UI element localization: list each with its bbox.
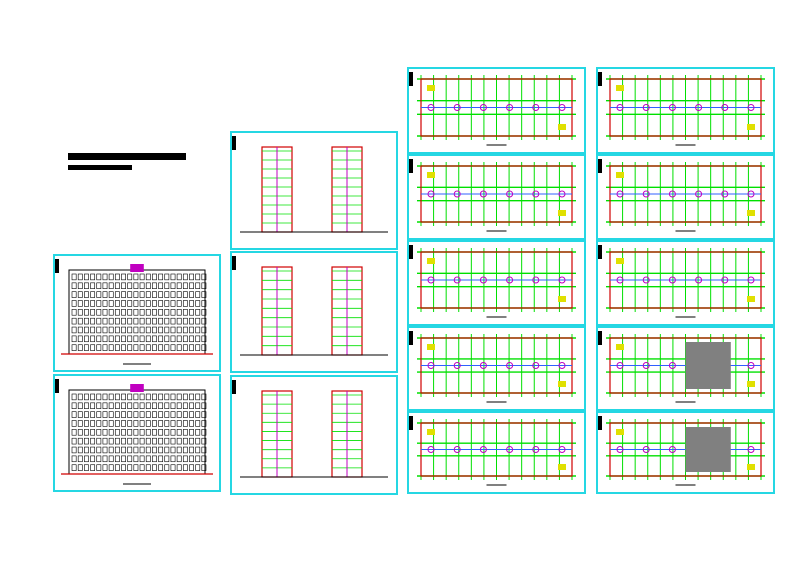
title-block-bar-1 bbox=[68, 153, 186, 160]
drawing-plan bbox=[606, 419, 765, 486]
sheet-plan-8 bbox=[596, 240, 775, 326]
sheet-tag bbox=[598, 331, 602, 345]
sheet-plan-10 bbox=[596, 411, 775, 494]
drawing-elevation bbox=[61, 384, 213, 485]
sheet-tag bbox=[55, 379, 59, 393]
sheet-tag bbox=[598, 416, 602, 430]
drawing-plan bbox=[417, 162, 576, 232]
drawing-plan bbox=[606, 248, 765, 318]
sheet-plan-5 bbox=[407, 411, 586, 494]
drawing-side-elevation bbox=[240, 146, 388, 233]
sheet-tag bbox=[409, 331, 413, 345]
sheet-tag bbox=[232, 380, 236, 394]
drawing-plan bbox=[606, 162, 765, 232]
sheet-plan-6 bbox=[596, 67, 775, 154]
sheet-tag bbox=[598, 159, 602, 173]
sheet-section-1 bbox=[230, 251, 398, 373]
sheet-plan-9 bbox=[596, 326, 775, 411]
sheet-tag bbox=[409, 72, 413, 86]
sheet-tag bbox=[598, 72, 602, 86]
drawing-plan bbox=[417, 248, 576, 318]
sheet-tag bbox=[409, 159, 413, 173]
sheet-elev-side bbox=[230, 131, 398, 250]
sheet-tag bbox=[55, 259, 59, 273]
sheet-tag bbox=[409, 416, 413, 430]
drawing-plan bbox=[606, 75, 765, 146]
title-block-bar-2 bbox=[68, 165, 132, 170]
drawing-plan bbox=[417, 334, 576, 403]
drawing-plan bbox=[417, 75, 576, 146]
sheet-plan-4 bbox=[407, 326, 586, 411]
sheet-elev-front bbox=[53, 254, 221, 372]
drawing-elevation bbox=[61, 264, 213, 365]
drawing-plan bbox=[417, 419, 576, 486]
sheet-plan-7 bbox=[596, 154, 775, 240]
sheet-tag bbox=[409, 245, 413, 259]
sheet-tag bbox=[232, 136, 236, 150]
sheet-section-2 bbox=[230, 375, 398, 495]
sheet-plan-3 bbox=[407, 240, 586, 326]
sheet-plan-1 bbox=[407, 67, 586, 154]
drawing-plan bbox=[606, 334, 765, 403]
drawing-section bbox=[240, 390, 388, 478]
sheet-elev-rear bbox=[53, 374, 221, 492]
sheet-plan-2 bbox=[407, 154, 586, 240]
drawing-section bbox=[240, 266, 388, 356]
sheet-tag bbox=[598, 245, 602, 259]
sheet-tag bbox=[232, 256, 236, 270]
